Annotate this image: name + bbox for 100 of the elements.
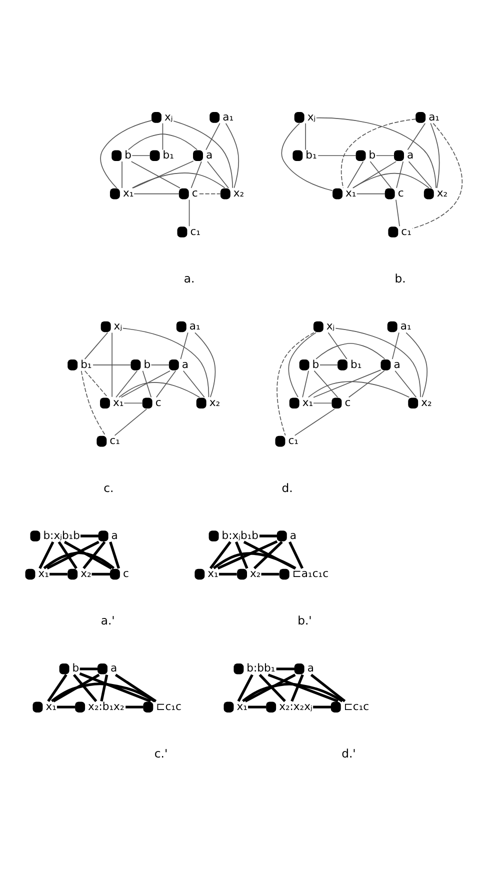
connector <box>182 370 205 398</box>
node-label: x₂ <box>250 567 261 580</box>
label: a. <box>184 271 195 286</box>
connector <box>276 668 295 670</box>
node-label: c <box>155 396 162 409</box>
label: d. <box>282 480 293 495</box>
node-label: c₁ <box>288 434 298 448</box>
node-label: c <box>192 186 198 200</box>
connector <box>258 674 286 702</box>
connector <box>313 706 332 708</box>
connector <box>394 370 417 398</box>
connector <box>132 172 226 188</box>
connector <box>132 160 194 188</box>
connector <box>130 161 180 188</box>
label: a.' <box>100 614 115 628</box>
connector <box>38 541 54 569</box>
connector <box>50 682 156 702</box>
connector <box>134 193 180 194</box>
node-label: x₁ <box>236 700 248 713</box>
connector <box>305 122 306 150</box>
connector <box>84 370 108 398</box>
node-label: a <box>406 148 414 162</box>
connector <box>356 193 386 194</box>
connector <box>376 155 395 156</box>
node-label: a₁ <box>400 320 412 333</box>
connector <box>92 364 132 366</box>
connector <box>64 540 112 570</box>
connector <box>128 134 198 150</box>
node-label: xⱼ <box>164 110 173 124</box>
connector <box>173 120 234 188</box>
connector <box>58 541 78 570</box>
connector <box>237 674 254 702</box>
node-label: a <box>110 662 118 675</box>
connector <box>43 552 115 570</box>
node-label: ⊏c₁c <box>156 700 182 713</box>
connector <box>234 541 248 569</box>
connector <box>314 370 338 398</box>
node-label: x₂ <box>209 396 220 409</box>
node-label: a <box>182 358 189 371</box>
connector <box>340 118 416 188</box>
connector <box>194 332 216 398</box>
node-label: b₁ <box>80 358 92 371</box>
node-label: x₁ <box>38 567 49 580</box>
connector <box>316 117 436 188</box>
connector <box>212 552 296 570</box>
node-label: c <box>398 186 404 200</box>
connector <box>209 541 232 570</box>
connector <box>225 122 239 188</box>
node-label: c₁ <box>110 434 120 448</box>
node-label: x₁ <box>346 186 356 200</box>
connector <box>207 161 229 188</box>
connector <box>242 682 343 702</box>
connector <box>120 370 170 398</box>
connector <box>92 572 110 576</box>
node-label: a <box>290 528 297 542</box>
node-label: b <box>368 148 376 162</box>
connector <box>206 122 220 150</box>
node-label: a <box>206 148 213 162</box>
node-label: x₂:x₂xⱼ <box>279 700 312 713</box>
connector <box>316 342 386 360</box>
connector <box>116 370 138 398</box>
node-label: b:xⱼb₁b <box>43 528 80 542</box>
node-label: x₁ <box>122 186 134 200</box>
node-label: a₁ <box>428 110 440 124</box>
node-label: x₁ <box>302 396 314 409</box>
label: b.' <box>298 614 312 628</box>
connector <box>302 370 309 398</box>
connector <box>396 161 404 188</box>
connector <box>412 122 462 229</box>
node-label: x₂ <box>80 567 92 580</box>
node-label: xⱼ <box>114 320 122 333</box>
connector <box>261 572 280 576</box>
connector <box>156 370 176 398</box>
connector <box>100 674 108 702</box>
connector <box>218 572 237 576</box>
connector <box>259 534 278 538</box>
connector <box>328 332 348 360</box>
connector <box>150 364 170 366</box>
node-label: c₁ <box>190 224 200 238</box>
node-label: b <box>144 358 151 371</box>
connector <box>352 161 396 188</box>
connector <box>109 542 120 569</box>
connector <box>80 534 99 538</box>
label: b. <box>394 271 406 286</box>
connector <box>268 674 338 702</box>
node-label: xⱼ <box>307 110 316 124</box>
node-label: b <box>72 662 80 675</box>
connector <box>72 674 98 702</box>
connector <box>84 332 108 360</box>
node-label: x₁ <box>46 700 56 713</box>
connector <box>56 706 76 708</box>
connector <box>162 122 164 150</box>
connector <box>199 193 221 194</box>
node-label: x₂ <box>421 396 432 409</box>
connector <box>80 668 98 670</box>
connector <box>406 332 428 398</box>
connector <box>52 674 100 702</box>
connector <box>122 328 210 398</box>
connector <box>396 199 400 227</box>
connector <box>118 382 200 398</box>
